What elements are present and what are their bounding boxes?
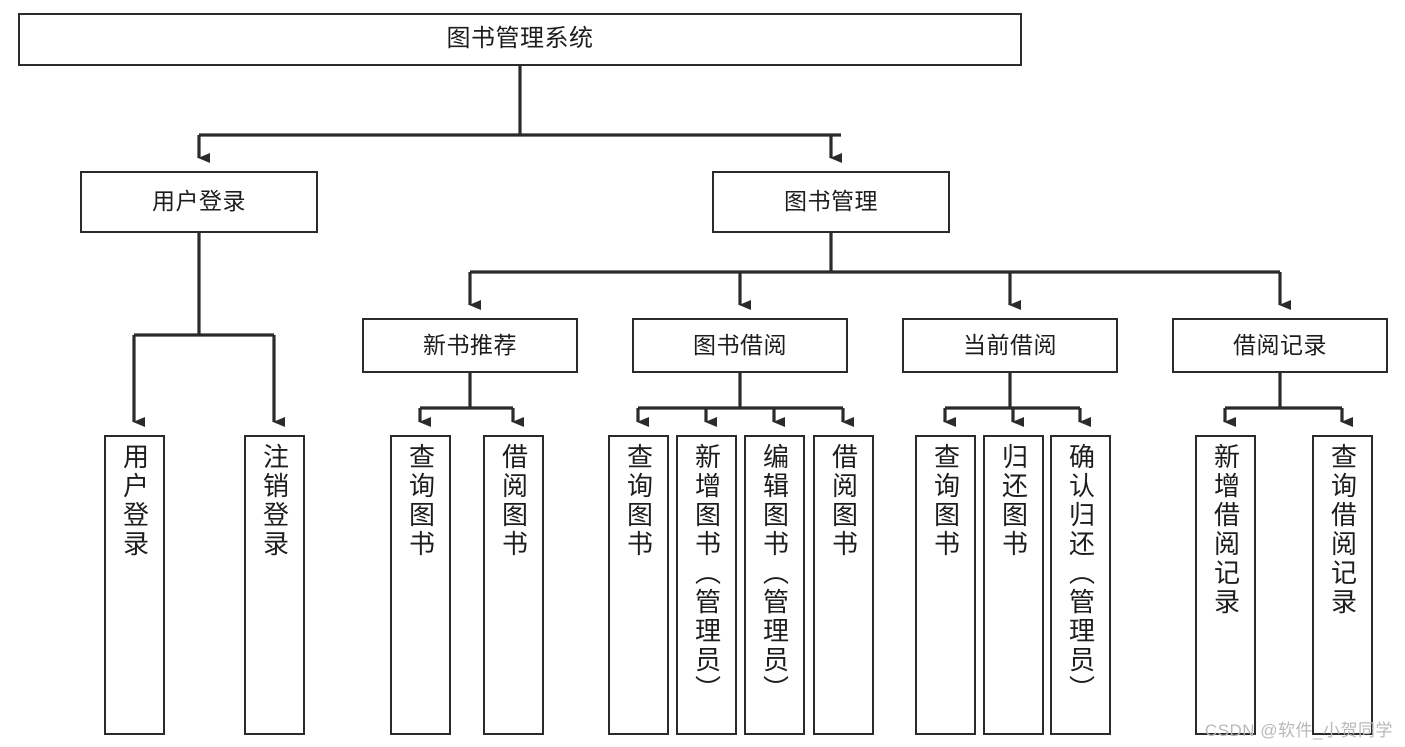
node-label: 新增图书（管理员） (691, 443, 722, 704)
leaf-recommend-query-book[interactable]: 查询图书 (390, 435, 451, 735)
leaf-user-login-login[interactable]: 用户登录 (104, 435, 165, 735)
leaf-borrow-add-book-admin[interactable]: 新增图书（管理员） (676, 435, 737, 735)
leaf-record-add-record[interactable]: 新增借阅记录 (1195, 435, 1256, 735)
node-label: 查询图书 (405, 443, 436, 559)
node-label: 查询图书 (623, 443, 654, 559)
node-label: 确认归还（管理员） (1065, 443, 1096, 704)
node-current-borrow[interactable]: 当前借阅 (902, 318, 1118, 373)
node-user-login[interactable]: 用户登录 (80, 171, 318, 233)
node-label: 归还图书 (998, 443, 1029, 559)
leaf-recommend-borrow-book[interactable]: 借阅图书 (483, 435, 544, 735)
node-label: 图书管理 (784, 188, 878, 215)
leaf-current-confirm-return-admin[interactable]: 确认归还（管理员） (1050, 435, 1111, 735)
leaf-record-query-record[interactable]: 查询借阅记录 (1312, 435, 1373, 735)
node-label: 用户登录 (119, 443, 150, 559)
leaf-current-query-book[interactable]: 查询图书 (915, 435, 976, 735)
node-label: 用户登录 (152, 188, 246, 215)
node-label: 注销登录 (259, 443, 290, 559)
node-label: 当前借阅 (963, 331, 1057, 358)
node-label: 新书推荐 (423, 331, 517, 358)
leaf-borrow-borrow-book[interactable]: 借阅图书 (813, 435, 874, 735)
node-label: 新增借阅记录 (1210, 443, 1241, 617)
node-borrow-record[interactable]: 借阅记录 (1172, 318, 1388, 373)
node-label: 图书管理系统 (446, 25, 594, 53)
node-root-system[interactable]: 图书管理系统 (18, 13, 1022, 66)
node-book-management[interactable]: 图书管理 (712, 171, 950, 233)
node-label: 借阅图书 (498, 443, 529, 559)
node-label: 查询图书 (930, 443, 961, 559)
leaf-user-login-logout[interactable]: 注销登录 (244, 435, 305, 735)
leaf-current-return-book[interactable]: 归还图书 (983, 435, 1044, 735)
node-label: 借阅记录 (1233, 331, 1327, 358)
watermark-text: CSDN @软件_小贺同学 (1204, 721, 1393, 740)
leaf-borrow-query-book[interactable]: 查询图书 (608, 435, 669, 735)
node-label: 查询借阅记录 (1327, 443, 1358, 617)
node-label: 借阅图书 (828, 443, 859, 559)
node-new-book-recommend[interactable]: 新书推荐 (362, 318, 578, 373)
leaf-borrow-edit-book-admin[interactable]: 编辑图书（管理员） (744, 435, 805, 735)
node-label: 图书借阅 (693, 331, 787, 358)
node-book-borrow[interactable]: 图书借阅 (632, 318, 848, 373)
node-label: 编辑图书（管理员） (759, 443, 790, 704)
